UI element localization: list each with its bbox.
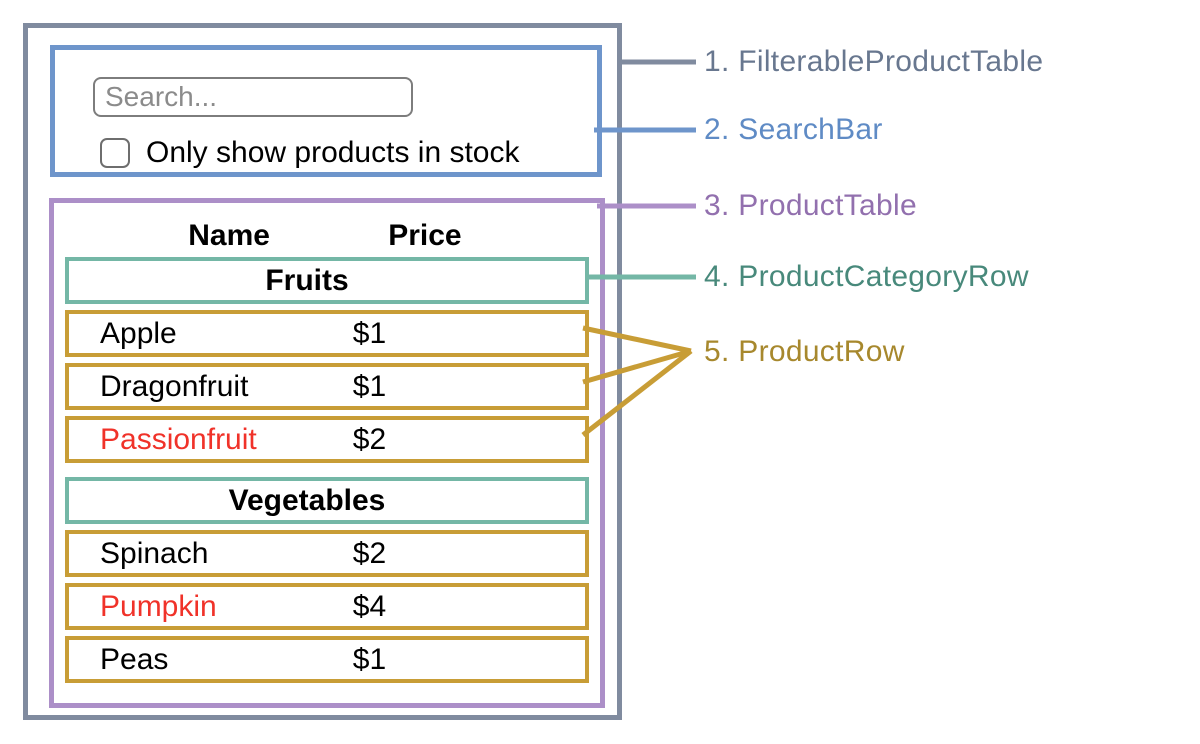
product-category-row: Vegetables <box>65 477 589 524</box>
product-price: $2 <box>352 422 387 456</box>
in-stock-checkbox[interactable] <box>100 138 130 168</box>
product-row: Pumpkin $4 <box>65 583 589 630</box>
product-name: Peas <box>100 642 169 676</box>
product-row: Passionfruit $2 <box>65 416 589 463</box>
price-column-header: Price <box>388 219 462 252</box>
product-name: Passionfruit <box>100 422 257 456</box>
product-name: Dragonfruit <box>100 369 249 403</box>
product-row: Apple $1 <box>65 310 589 357</box>
legend-product-row: 5. ProductRow <box>704 335 905 368</box>
legend-filterable-product-table: 1. FilterableProductTable <box>704 45 1044 78</box>
in-stock-checkbox-label: Only show products in stock <box>146 136 520 169</box>
legend-product-table: 3. ProductTable <box>704 189 917 222</box>
legend-product-category-row: 4. ProductCategoryRow <box>704 260 1029 293</box>
product-name: Pumpkin <box>100 589 217 623</box>
legend-search-bar: 2. SearchBar <box>704 113 883 146</box>
search-bar-box: Only show products in stock <box>50 45 602 177</box>
product-price: $1 <box>352 642 387 676</box>
product-name: Apple <box>100 316 177 350</box>
product-price: $4 <box>352 589 387 623</box>
category-label: Fruits <box>265 263 349 297</box>
product-name: Spinach <box>100 536 209 570</box>
search-input[interactable] <box>93 77 413 117</box>
table-rows: Fruits Apple $1 Dragonfruit $1 Passionfr… <box>54 257 600 683</box>
in-stock-filter: Only show products in stock <box>100 136 520 170</box>
table-header-row: Name Price <box>54 215 600 257</box>
product-row: Dragonfruit $1 <box>65 363 589 410</box>
product-price: $1 <box>352 369 387 403</box>
product-table-box: Name Price Fruits Apple $1 Dragonfruit $… <box>49 198 605 708</box>
product-row: Peas $1 <box>65 636 589 683</box>
product-price: $1 <box>352 316 387 350</box>
product-price: $2 <box>352 536 387 570</box>
product-row: Spinach $2 <box>65 530 589 577</box>
product-category-row: Fruits <box>65 257 589 304</box>
filterable-product-table-box: Only show products in stock Name Price F… <box>23 23 622 720</box>
name-column-header: Name <box>188 219 270 252</box>
category-label: Vegetables <box>228 483 386 517</box>
